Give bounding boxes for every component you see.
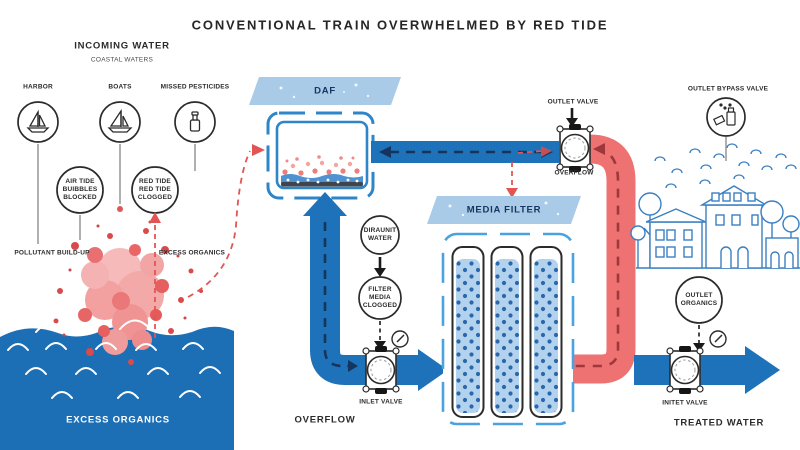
diraunit-circle xyxy=(360,215,400,255)
houses-illustration xyxy=(630,185,800,269)
source-boats-icon xyxy=(99,101,141,143)
filter-media-circle xyxy=(358,276,402,320)
page-title: CONVENTIONAL TRAIN OVERWHELMED BY RED TI… xyxy=(191,17,609,33)
birds-icons xyxy=(654,143,797,189)
ocean-illustration xyxy=(0,325,234,450)
arrow-organics-down xyxy=(693,325,705,352)
outlet-organics-circle xyxy=(675,276,723,324)
pipe-recirculation-red xyxy=(566,134,636,384)
diraunit-water-text: DIRAUNIT WATER xyxy=(363,226,397,242)
red-dashed-ocean-to-daf xyxy=(187,144,265,298)
filter-media-clogged-text: FILTER MEDIA CLOGGED xyxy=(362,285,398,310)
inlet-valve-icon xyxy=(362,345,400,395)
outlet-bypass-valve-label: OUTLET BYPASS VALVE xyxy=(687,85,769,93)
red-dashed-branch-to-filter xyxy=(506,162,518,198)
excess-organics-label: EXCESS ORGANICS xyxy=(158,249,226,257)
pollutant-dot xyxy=(117,206,123,212)
arrow-outletvalve-down xyxy=(566,108,578,127)
inlet-valve-label: INLET VALVE xyxy=(359,398,403,406)
wave-lines xyxy=(7,318,227,399)
source-label-harbor: HARBOR xyxy=(23,83,53,91)
outlet-gauge-icon xyxy=(709,330,727,348)
red-tide-text: RED TIDE RED TIDE CLOGGED xyxy=(137,177,173,202)
media-filter-box xyxy=(441,232,575,426)
daf-tank xyxy=(266,111,375,200)
outlet-valve-icon xyxy=(556,123,594,173)
outlet-valve-overflow-label: OVERFLOW xyxy=(554,169,594,177)
incoming-water-heading: INCOMING WATER xyxy=(74,40,170,52)
outlet-organics-text: OUTLET ORGANICS xyxy=(680,291,718,307)
initet-valve-icon xyxy=(666,345,704,395)
overflow-label: OVERFLOW xyxy=(294,414,356,426)
arrow-diraunit-down xyxy=(374,257,386,277)
media-filter-banner-label: MEDIA FILTER xyxy=(466,204,542,216)
treated-water-label: TREATED WATER xyxy=(673,417,765,429)
bypass-valve-icon xyxy=(706,97,746,161)
initet-valve-label: INITET VALVE xyxy=(662,399,708,407)
media-filter-banner xyxy=(427,196,581,224)
inlet-gauge-icon xyxy=(391,330,409,348)
air-tide-circle xyxy=(56,166,104,214)
outlet-valve-label: OUTLET VALVE xyxy=(547,98,599,106)
red-dashed-bloom-arrow xyxy=(149,212,161,338)
daf-banner-label: DAF xyxy=(314,85,336,97)
source-pesticides-icon xyxy=(174,101,216,143)
arrow-filtermedia-down xyxy=(374,321,386,350)
pipe-treated-water xyxy=(634,346,780,394)
red-tide-bloom-illustration xyxy=(53,220,203,365)
daf-floating-solids xyxy=(282,155,360,176)
source-label-boats: BOATS xyxy=(108,83,132,91)
air-tide-text: AIR TIDE BUIBBLES BLOCKED xyxy=(62,177,98,202)
source-harbor-icon xyxy=(17,101,59,143)
source-connector-lines xyxy=(37,144,196,244)
coastal-waters-subheading: COASTAL WATERS xyxy=(90,56,154,64)
source-label-pesticides: MISSED PESTICIDES xyxy=(160,83,230,91)
pipe-top-recycle xyxy=(371,141,559,163)
pipe-overflow-left xyxy=(303,192,448,391)
pollutant-buildup-label: POLLUTANT BUILD-UP xyxy=(14,249,90,257)
daf-banner xyxy=(249,77,401,105)
ocean-excess-organics-label: EXCESS ORGANICS xyxy=(66,414,170,426)
